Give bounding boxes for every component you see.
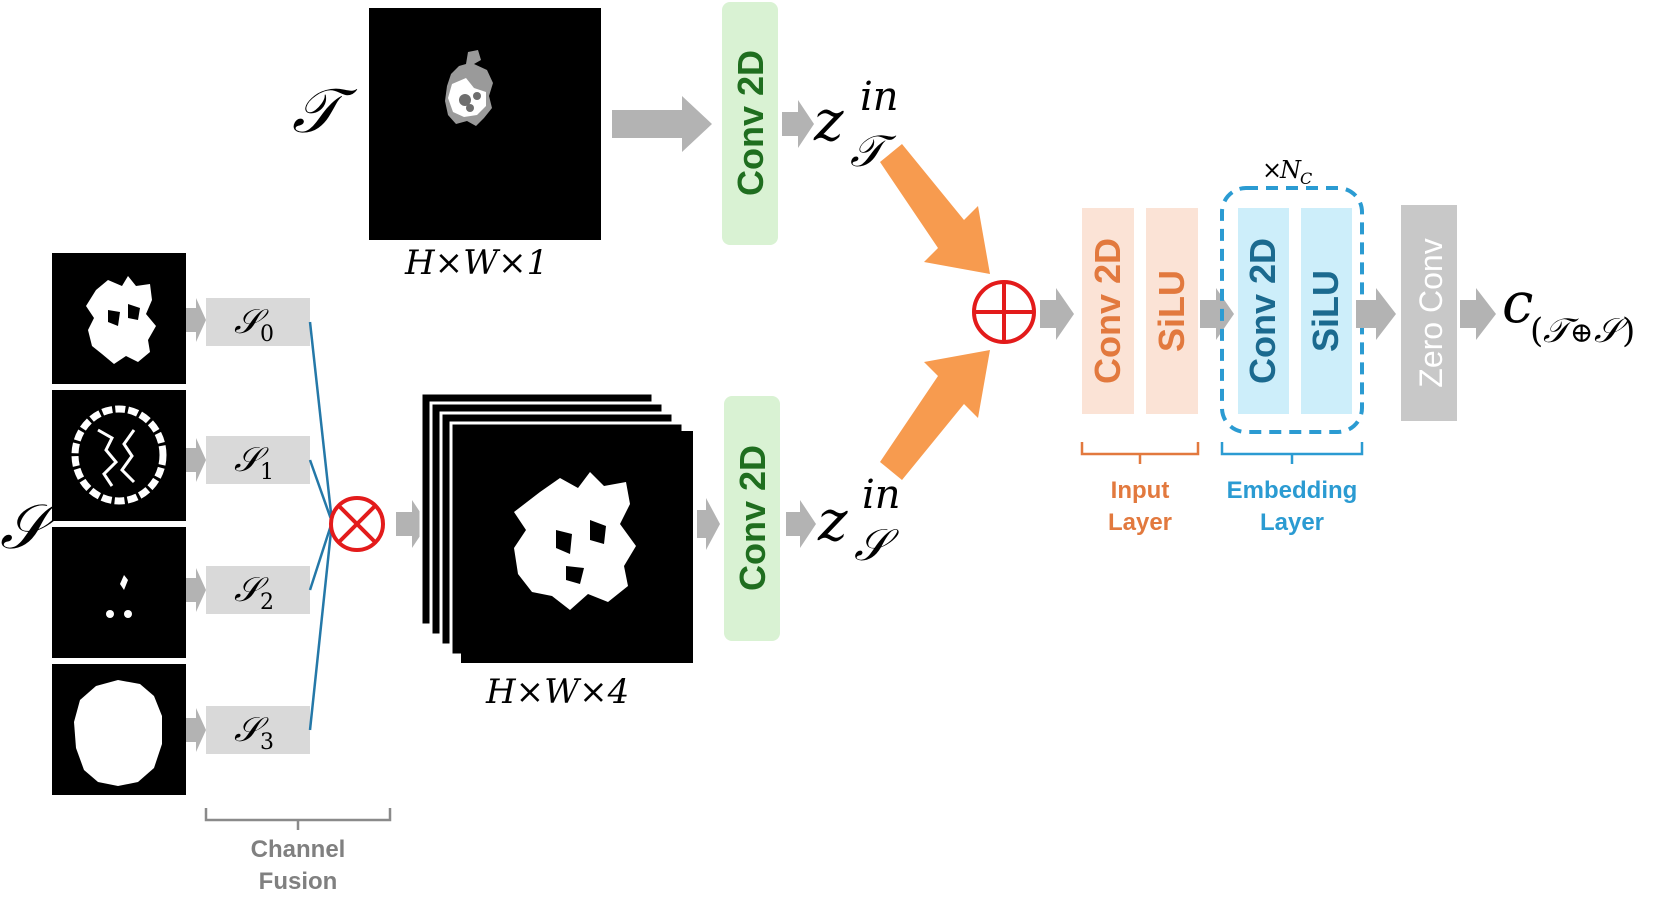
svg-text:z: z (813, 89, 844, 154)
input-layer-conv2d: Conv 2D (1082, 208, 1134, 414)
input-layer-caption-line1: Input (1111, 477, 1170, 504)
channel-arrows (186, 298, 206, 752)
input-layer-bracket (1080, 442, 1200, 464)
channel-label-s2: 𝒮 2 (206, 566, 310, 615)
zero-conv-label: Zero Conv (1413, 238, 1449, 387)
top-conv2d-label: Conv 2D (730, 50, 771, 196)
svg-text:z: z (817, 489, 848, 554)
output-c-label: c ( 𝒯 ⊕ 𝒮 ) (1502, 271, 1635, 351)
svg-text:3: 3 (260, 730, 274, 755)
arrow-zeroconv-to-output (1460, 288, 1496, 340)
stack-dims: H×W×4 (485, 672, 629, 712)
channel-image-1 (52, 390, 186, 521)
top-image-dims: H×W×1 (404, 243, 548, 283)
bottom-conv2d-block: Conv 2D (724, 396, 780, 641)
circle-plus-icon (972, 280, 1036, 344)
channel-label-s1: 𝒮 1 (206, 436, 310, 485)
svg-text:𝒮: 𝒮 (854, 520, 899, 571)
arrow-stack-to-conv (697, 498, 720, 550)
fusion-bracket (204, 808, 392, 830)
svg-text:SiLU: SiLU (1151, 270, 1192, 352)
svg-text:C: C (1300, 169, 1312, 188)
channel-image-2 (52, 527, 186, 658)
channel-image-0 (52, 253, 186, 384)
fusion-lines (308, 321, 334, 731)
input-layer-silu: SiLU (1146, 208, 1198, 414)
embedding-layer-conv2d: Conv 2D (1238, 208, 1289, 414)
arrow-embedding-to-zeroconv (1356, 288, 1396, 340)
fusion-caption-line1: Channel (251, 836, 346, 863)
bottom-conv2d-label: Conv 2D (732, 445, 773, 591)
embedding-layer-caption-line1: Embedding (1227, 477, 1358, 504)
embedding-repeat-label: × N C (1262, 156, 1312, 188)
arrow-input-to-embedding (1200, 288, 1234, 340)
channel-label-s3: 𝒮 3 (206, 706, 310, 755)
tumor-mask-image (369, 8, 601, 240)
latent-z-s: z in 𝒮 (817, 472, 901, 571)
svg-text:): ) (1622, 311, 1635, 351)
embedding-layer-bracket (1220, 442, 1364, 464)
svg-text:×: × (1262, 156, 1282, 184)
svg-text:0: 0 (260, 322, 274, 347)
svg-text:N: N (1279, 156, 1302, 184)
svg-text:Conv 2D: Conv 2D (1242, 238, 1283, 384)
zero-conv-block: Zero Conv (1401, 205, 1457, 421)
embedding-layer-caption-line2: Layer (1260, 509, 1324, 536)
svg-text:in: in (860, 74, 899, 120)
svg-text:⊕: ⊕ (1570, 316, 1593, 349)
t-input-symbol: 𝒯 (292, 74, 358, 147)
svg-text:SiLU: SiLU (1305, 270, 1346, 352)
channel-label-s0: 𝒮 0 (206, 298, 310, 347)
channel-image-3 (52, 664, 186, 795)
stacked-channel-image (419, 391, 693, 663)
orange-arrow-bottom (880, 350, 990, 480)
arrow-sum-to-input (1040, 288, 1074, 340)
arrow-top-conv-to-latent (782, 100, 814, 148)
svg-text:in: in (862, 472, 901, 518)
svg-text:c: c (1502, 271, 1533, 336)
top-conv2d-block: Conv 2D (722, 2, 778, 245)
svg-text:2: 2 (260, 590, 274, 615)
input-layer-caption-line2: Layer (1108, 509, 1172, 536)
svg-text:(: ( (1530, 311, 1543, 351)
circle-times-icon (329, 496, 385, 552)
fusion-caption-line2: Fusion (259, 868, 338, 895)
svg-text:1: 1 (260, 460, 274, 485)
arrow-bottom-conv-to-latent (786, 500, 816, 548)
arrow-top-image-to-conv (612, 96, 712, 152)
orange-arrow-top (880, 144, 990, 274)
svg-text:Conv 2D: Conv 2D (1087, 238, 1128, 384)
embedding-layer-silu: SiLU (1301, 208, 1352, 414)
